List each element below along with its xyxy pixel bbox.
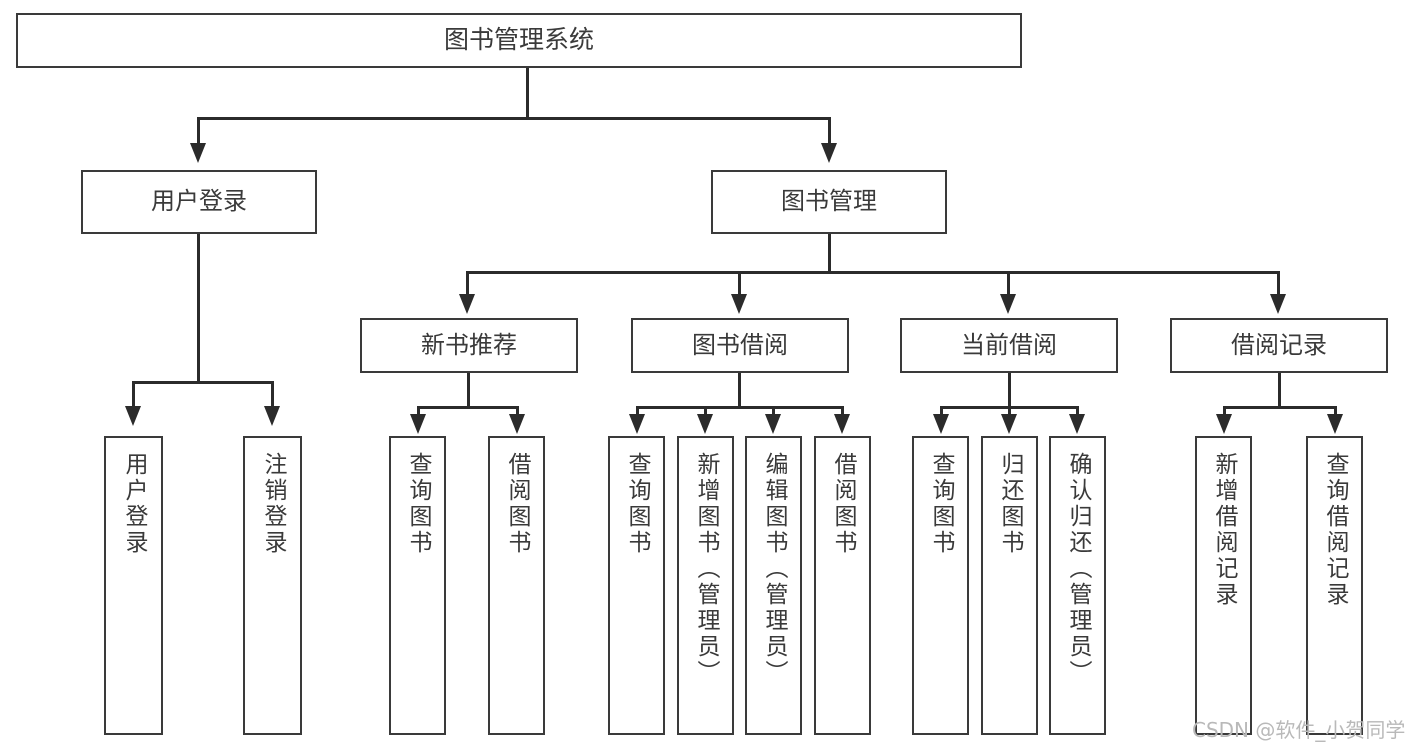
node-leaf-confirm-return-label: 确认归还（管理员） bbox=[1065, 452, 1091, 686]
connector-root-stem bbox=[526, 68, 529, 118]
connector-drop-book-borrow bbox=[738, 271, 741, 294]
arrowhead-current-borrow bbox=[1000, 294, 1016, 314]
connector-level3-bus bbox=[466, 271, 1280, 274]
connector-drop-borrow-record bbox=[1277, 271, 1280, 294]
arrowhead-leaf-return-book bbox=[1001, 414, 1017, 434]
node-leaf-add-book[interactable]: 新增图书（管理员） bbox=[677, 436, 734, 735]
connector-drop-leaf-user-login bbox=[132, 381, 135, 406]
connector-drop-current-borrow bbox=[1007, 271, 1010, 294]
arrowhead-leaf-logout-login bbox=[264, 406, 280, 426]
connector-drop-leaf-query-book-3 bbox=[940, 406, 943, 418]
connector-drop-leaf-query-book-1 bbox=[417, 406, 420, 418]
connector-drop-book-manage bbox=[828, 117, 831, 143]
node-leaf-confirm-return[interactable]: 确认归还（管理员） bbox=[1049, 436, 1106, 735]
node-leaf-return-book[interactable]: 归还图书 bbox=[981, 436, 1038, 735]
node-borrow-record[interactable]: 借阅记录 bbox=[1170, 318, 1388, 373]
connector-drop-leaf-logout-login bbox=[271, 381, 274, 406]
node-leaf-borrow-book-2[interactable]: 借阅图书 bbox=[814, 436, 871, 735]
node-leaf-add-record[interactable]: 新增借阅记录 bbox=[1195, 436, 1252, 735]
arrowhead-borrow-record bbox=[1270, 294, 1286, 314]
connector-level2-bus bbox=[198, 117, 830, 120]
connector-book-borrow-bus bbox=[637, 406, 843, 409]
node-user-login[interactable]: 用户登录 bbox=[81, 170, 317, 234]
arrowhead-leaf-query-book-3 bbox=[933, 414, 949, 434]
node-leaf-return-book-label: 归还图书 bbox=[997, 452, 1023, 556]
arrowhead-leaf-borrow-book-2 bbox=[834, 414, 850, 434]
node-leaf-logout-login-label: 注销登录 bbox=[260, 452, 286, 556]
connector-drop-leaf-query-record bbox=[1334, 406, 1337, 418]
connector-drop-leaf-confirm-return bbox=[1076, 406, 1079, 418]
arrowhead-leaf-edit-book bbox=[765, 414, 781, 434]
node-root-label: 图书管理系统 bbox=[443, 25, 594, 55]
node-leaf-edit-book-label: 编辑图书（管理员） bbox=[761, 452, 787, 686]
node-leaf-query-record[interactable]: 查询借阅记录 bbox=[1306, 436, 1363, 735]
arrowhead-book-manage bbox=[821, 143, 837, 163]
connector-drop-leaf-edit-book bbox=[772, 406, 775, 418]
connector-new-book-recommend-bus bbox=[418, 406, 518, 409]
arrowhead-leaf-query-book-1 bbox=[410, 414, 426, 434]
connector-drop-new-book-recommend bbox=[466, 271, 469, 294]
arrowhead-leaf-add-book bbox=[697, 414, 713, 434]
connector-drop-leaf-add-book bbox=[704, 406, 707, 418]
arrowhead-leaf-borrow-book-1 bbox=[509, 414, 525, 434]
connector-user-login-stem bbox=[197, 234, 200, 382]
node-leaf-edit-book[interactable]: 编辑图书（管理员） bbox=[745, 436, 802, 735]
connector-new-book-recommend-stem bbox=[467, 373, 470, 407]
node-leaf-query-book-1-label: 查询图书 bbox=[405, 452, 431, 556]
arrowhead-leaf-confirm-return bbox=[1069, 414, 1085, 434]
connector-drop-leaf-query-book-2 bbox=[636, 406, 639, 418]
node-book-borrow-label: 图书借阅 bbox=[692, 330, 788, 359]
node-leaf-query-book-2-label: 查询图书 bbox=[624, 452, 650, 556]
connector-drop-leaf-borrow-book-1 bbox=[516, 406, 519, 418]
node-book-borrow[interactable]: 图书借阅 bbox=[631, 318, 849, 373]
arrowhead-new-book-recommend bbox=[459, 294, 475, 314]
connector-drop-leaf-return-book bbox=[1008, 406, 1011, 418]
node-leaf-borrow-book-1-label: 借阅图书 bbox=[504, 452, 530, 556]
connector-drop-leaf-add-record bbox=[1223, 406, 1226, 418]
node-book-manage-label: 图书管理 bbox=[781, 187, 877, 216]
node-leaf-borrow-book-1[interactable]: 借阅图书 bbox=[488, 436, 545, 735]
arrowhead-user-login bbox=[190, 143, 206, 163]
connector-borrow-record-stem bbox=[1278, 373, 1281, 407]
node-leaf-user-login[interactable]: 用户登录 bbox=[104, 436, 163, 735]
connector-current-borrow-stem bbox=[1008, 373, 1011, 407]
arrowhead-book-borrow bbox=[731, 294, 747, 314]
connector-user-login-bus bbox=[133, 381, 273, 384]
connector-drop-user-login bbox=[197, 117, 200, 143]
node-user-login-label: 用户登录 bbox=[151, 187, 247, 216]
node-current-borrow-label: 当前借阅 bbox=[961, 330, 1057, 359]
node-new-book-recommend[interactable]: 新书推荐 bbox=[360, 318, 578, 373]
arrowhead-leaf-query-book-2 bbox=[629, 414, 645, 434]
node-leaf-add-book-label: 新增图书（管理员） bbox=[693, 452, 719, 686]
node-borrow-record-label: 借阅记录 bbox=[1231, 330, 1327, 359]
connector-book-manage-stem bbox=[828, 234, 831, 272]
arrowhead-leaf-user-login bbox=[125, 406, 141, 426]
watermark-text: CSDN @软件_小贺同学 bbox=[1192, 718, 1405, 742]
node-leaf-logout-login[interactable]: 注销登录 bbox=[243, 436, 302, 735]
arrowhead-leaf-add-record bbox=[1216, 414, 1232, 434]
node-leaf-query-book-2[interactable]: 查询图书 bbox=[608, 436, 665, 735]
node-leaf-add-record-label: 新增借阅记录 bbox=[1211, 452, 1237, 608]
node-new-book-recommend-label: 新书推荐 bbox=[421, 330, 517, 359]
node-leaf-query-record-label: 查询借阅记录 bbox=[1322, 452, 1348, 608]
node-leaf-query-book-3-label: 查询图书 bbox=[928, 452, 954, 556]
node-leaf-borrow-book-2-label: 借阅图书 bbox=[830, 452, 856, 556]
node-leaf-user-login-label: 用户登录 bbox=[121, 452, 147, 556]
node-root[interactable]: 图书管理系统 bbox=[16, 13, 1022, 68]
connector-book-borrow-stem bbox=[738, 373, 741, 407]
connector-drop-leaf-borrow-book-2 bbox=[841, 406, 844, 418]
connector-borrow-record-bus bbox=[1224, 406, 1336, 409]
node-book-manage[interactable]: 图书管理 bbox=[711, 170, 947, 234]
node-leaf-query-book-1[interactable]: 查询图书 bbox=[389, 436, 446, 735]
node-leaf-query-book-3[interactable]: 查询图书 bbox=[912, 436, 969, 735]
node-current-borrow[interactable]: 当前借阅 bbox=[900, 318, 1118, 373]
arrowhead-leaf-query-record bbox=[1327, 414, 1343, 434]
